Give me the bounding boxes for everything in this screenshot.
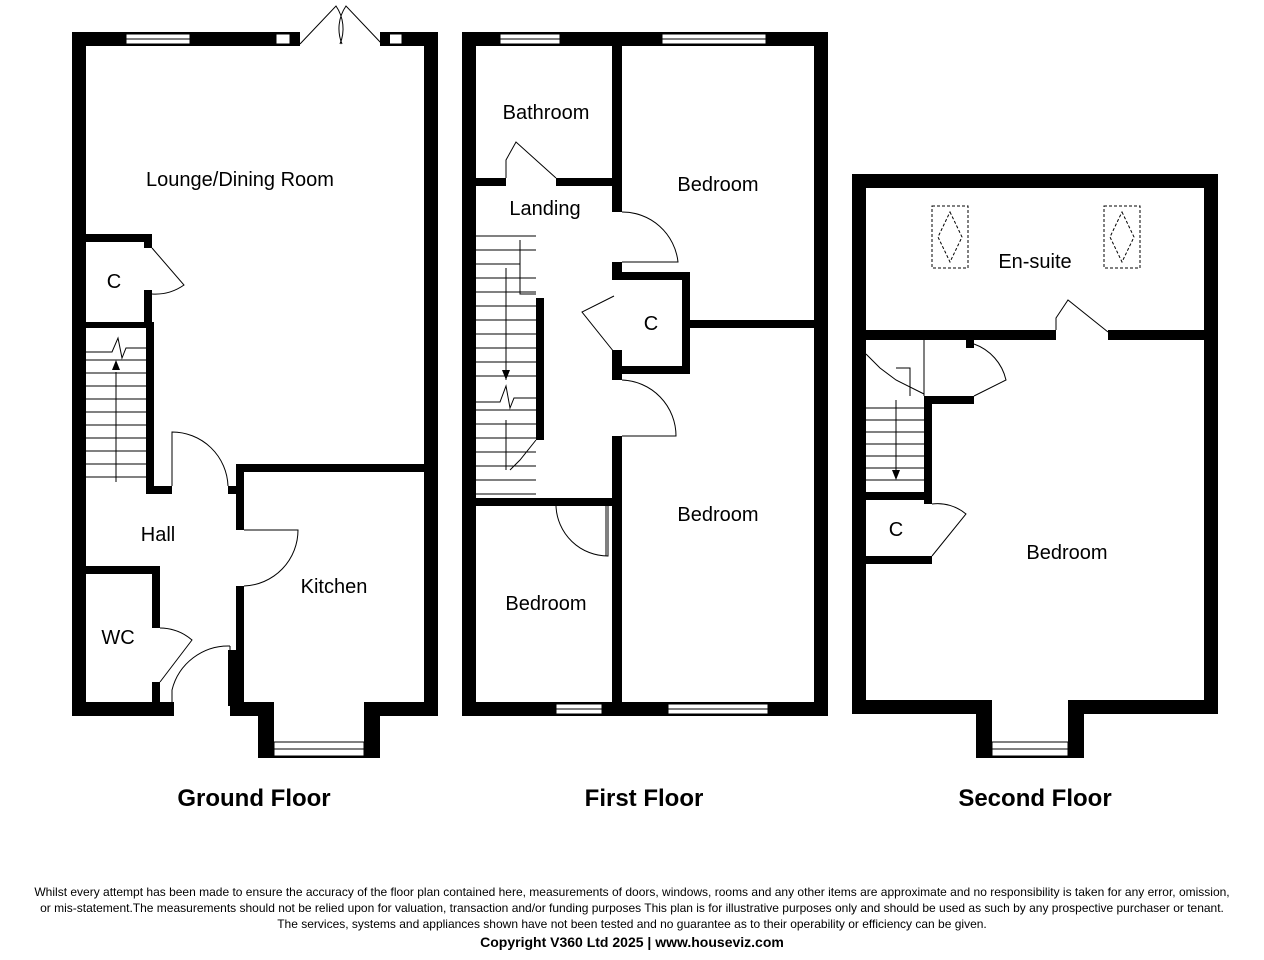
disclaimer: Whilst every attempt has been made to en…: [0, 884, 1264, 952]
room-label-lounge-dining: Lounge/Dining Room: [146, 169, 334, 191]
floor-title-second: Second Floor: [958, 785, 1111, 812]
second-stairs: [865, 340, 925, 481]
first-floor-plan: [462, 32, 828, 716]
disclaimer-line-3: The services, systems and appliances sho…: [277, 917, 987, 931]
floor-title-first: First Floor: [585, 785, 704, 812]
room-label-ground-cupboard: C: [107, 271, 121, 293]
room-label-ensuite: En-suite: [998, 251, 1071, 273]
disclaimer-line-1: Whilst every attempt has been made to en…: [34, 885, 1230, 899]
disclaimer-line-2: or mis-statement.The measurements should…: [40, 901, 1224, 915]
second-floor-plan: [852, 174, 1218, 758]
room-label-hall: Hall: [141, 524, 175, 546]
first-stairs: [476, 235, 537, 495]
ground-floor-plan: [72, 5, 438, 758]
room-label-first-cupboard: C: [644, 313, 658, 335]
room-label-wc: WC: [101, 627, 134, 649]
copyright-notice: Copyright V360 Ltd 2025 | www.houseviz.c…: [480, 934, 784, 950]
floor-plan: Lounge/Dining Room C Hall WC Kitchen Bat…: [72, 5, 1218, 812]
room-label-second-cupboard: C: [889, 519, 903, 541]
room-label-landing: Landing: [509, 198, 580, 220]
room-label-second-bedroom: Bedroom: [1026, 542, 1107, 564]
room-label-first-bedroom-left: Bedroom: [505, 593, 586, 615]
floor-title-ground: Ground Floor: [177, 785, 330, 812]
ground-stairs: [86, 336, 146, 482]
room-label-kitchen: Kitchen: [301, 576, 368, 598]
room-label-bathroom: Bathroom: [503, 102, 590, 124]
room-label-first-bedroom-right: Bedroom: [677, 504, 758, 526]
room-label-first-bedroom-top: Bedroom: [677, 174, 758, 196]
